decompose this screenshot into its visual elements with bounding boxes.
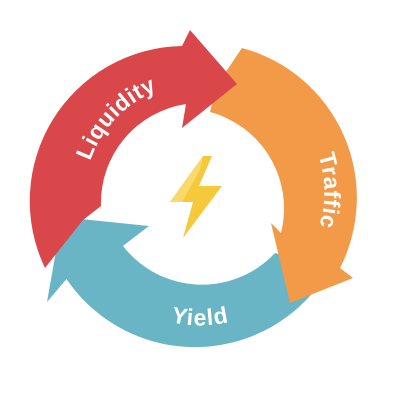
lightning-bolt-icon [170, 156, 222, 238]
cycle-segment-liquidity [29, 30, 237, 268]
cycle-segment-yield [47, 217, 330, 348]
yield-label: Yield [170, 302, 230, 331]
cycle-segment-traffic [210, 48, 357, 303]
